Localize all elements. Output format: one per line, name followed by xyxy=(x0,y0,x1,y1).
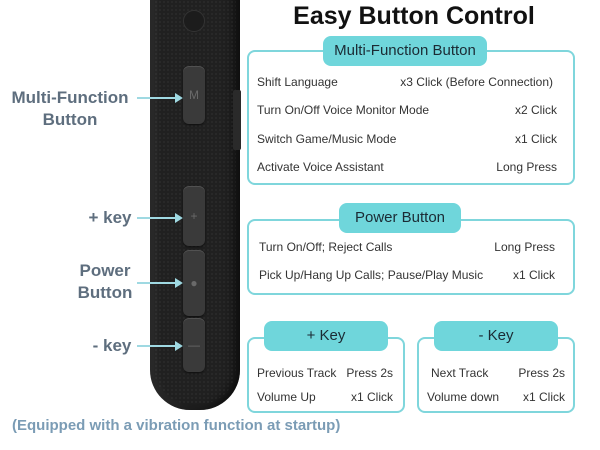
action-label: Turn On/Off Voice Monitor Mode xyxy=(257,103,430,117)
multi-function-panel: Shift Language x3 Click (Before Connecti… xyxy=(247,50,575,185)
minus-key-header: - Key xyxy=(434,321,558,351)
arrow-icon xyxy=(137,278,183,288)
trigger-label: x1 Click xyxy=(512,268,555,282)
minus-key-button[interactable]: — xyxy=(183,318,205,372)
action-label: Activate Voice Assistant xyxy=(257,160,384,174)
plus-key-button[interactable]: + xyxy=(183,186,205,246)
power-button-header: Power Button xyxy=(339,203,461,233)
plus-key-header: + Key xyxy=(264,321,388,351)
action-label: Switch Game/Music Mode xyxy=(257,132,397,146)
trigger-label: Press 2s xyxy=(346,366,393,380)
trigger-label: Long Press xyxy=(496,160,557,174)
trigger-label: x1 Click xyxy=(522,390,565,404)
multi-function-header: Multi-Function Button xyxy=(323,36,487,66)
arrow-icon xyxy=(137,341,183,351)
action-label: Volume Up xyxy=(257,390,316,404)
multi-function-button[interactable]: M xyxy=(183,66,205,124)
minus-key-label: - key xyxy=(92,336,132,355)
page-title: Easy Button Control xyxy=(293,2,535,30)
action-label: Pick Up/Hang Up Calls; Pause/Play Music xyxy=(259,268,484,282)
power-button-label: Power Button xyxy=(77,261,133,302)
trigger-label: Press 2s xyxy=(518,366,565,380)
action-label: Turn On/Off; Reject Calls xyxy=(259,240,393,254)
microphone-hole-icon xyxy=(183,10,205,32)
trigger-label: Long Press xyxy=(494,240,555,254)
multi-function-label: Multi-Function Button xyxy=(11,88,129,129)
action-label: Next Track xyxy=(431,366,489,380)
trigger-label: x2 Click xyxy=(514,103,557,117)
trigger-label: x1 Click xyxy=(350,390,393,404)
footer-note: (Equipped with a vibration function at s… xyxy=(12,417,341,434)
arrow-icon xyxy=(137,213,183,223)
side-port xyxy=(233,90,241,150)
action-label: Shift Language xyxy=(257,75,338,89)
trigger-label: x1 Click xyxy=(514,132,557,146)
plus-key-label: + key xyxy=(88,208,132,227)
action-label: Previous Track xyxy=(257,366,337,380)
arrow-icon xyxy=(137,93,183,103)
trigger-label: x3 Click (Before Connection) xyxy=(400,75,553,89)
power-button[interactable]: ● xyxy=(183,250,205,316)
action-label: Volume down xyxy=(427,390,500,404)
